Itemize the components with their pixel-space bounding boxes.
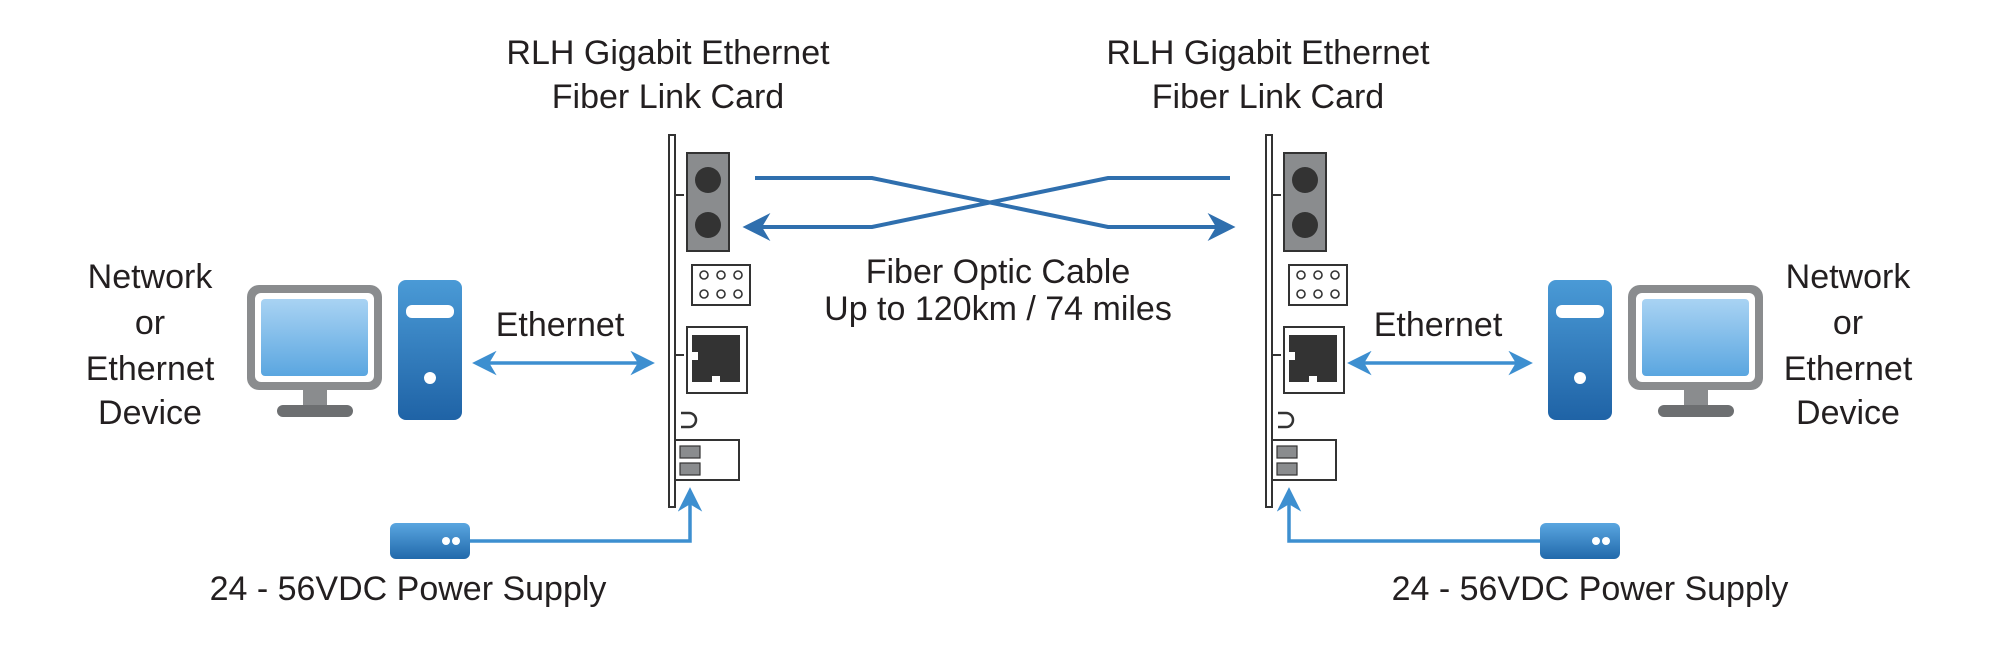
fiber-strand-rx	[742, 176, 1230, 241]
left-card-title-line1: RLH Gigabit Ethernet	[506, 34, 830, 72]
left-ethernet-label: Ethernet	[496, 306, 625, 344]
left-desktop-computer-icon	[247, 280, 462, 420]
left-power-line	[470, 487, 703, 543]
right-monitor-icon	[1628, 285, 1763, 417]
right-device-line4: Device	[1796, 394, 1900, 432]
left-monitor-icon	[247, 285, 382, 417]
left-power-label: 24 - 56VDC Power Supply	[210, 570, 607, 608]
left-fiber-link-card-icon	[668, 134, 751, 508]
left-card-title-line2: Fiber Link Card	[552, 78, 784, 116]
right-fiber-link-card-icon	[1265, 134, 1348, 508]
right-device-line1: Network	[1786, 258, 1912, 296]
left-device-label: Network or Ethernet Device	[86, 258, 215, 432]
right-device-line2: or	[1833, 304, 1863, 342]
fiber-label-line2: Up to 120km / 74 miles	[824, 290, 1172, 328]
left-device-line3: Ethernet	[86, 350, 215, 388]
right-device-line3: Ethernet	[1784, 350, 1913, 388]
right-power-supply-icon	[1540, 523, 1620, 559]
right-card-title-line2: Fiber Link Card	[1152, 78, 1384, 116]
left-device-line2: or	[135, 304, 165, 342]
right-power-line	[1276, 487, 1540, 543]
right-ethernet-label: Ethernet	[1374, 306, 1503, 344]
right-device-label: Network or Ethernet Device	[1784, 258, 1913, 432]
right-power-label: 24 - 56VDC Power Supply	[1392, 570, 1789, 608]
right-tower-icon	[1548, 280, 1612, 420]
left-tower-icon	[398, 280, 462, 420]
right-desktop-computer-icon	[1548, 280, 1763, 420]
right-card-title-line1: RLH Gigabit Ethernet	[1106, 34, 1430, 72]
left-device-line1: Network	[88, 258, 214, 296]
fiber-optic-cable	[742, 176, 1236, 241]
left-device-line4: Device	[98, 394, 202, 432]
left-power-supply-icon	[390, 523, 470, 559]
fiber-label-line1: Fiber Optic Cable	[866, 253, 1131, 291]
